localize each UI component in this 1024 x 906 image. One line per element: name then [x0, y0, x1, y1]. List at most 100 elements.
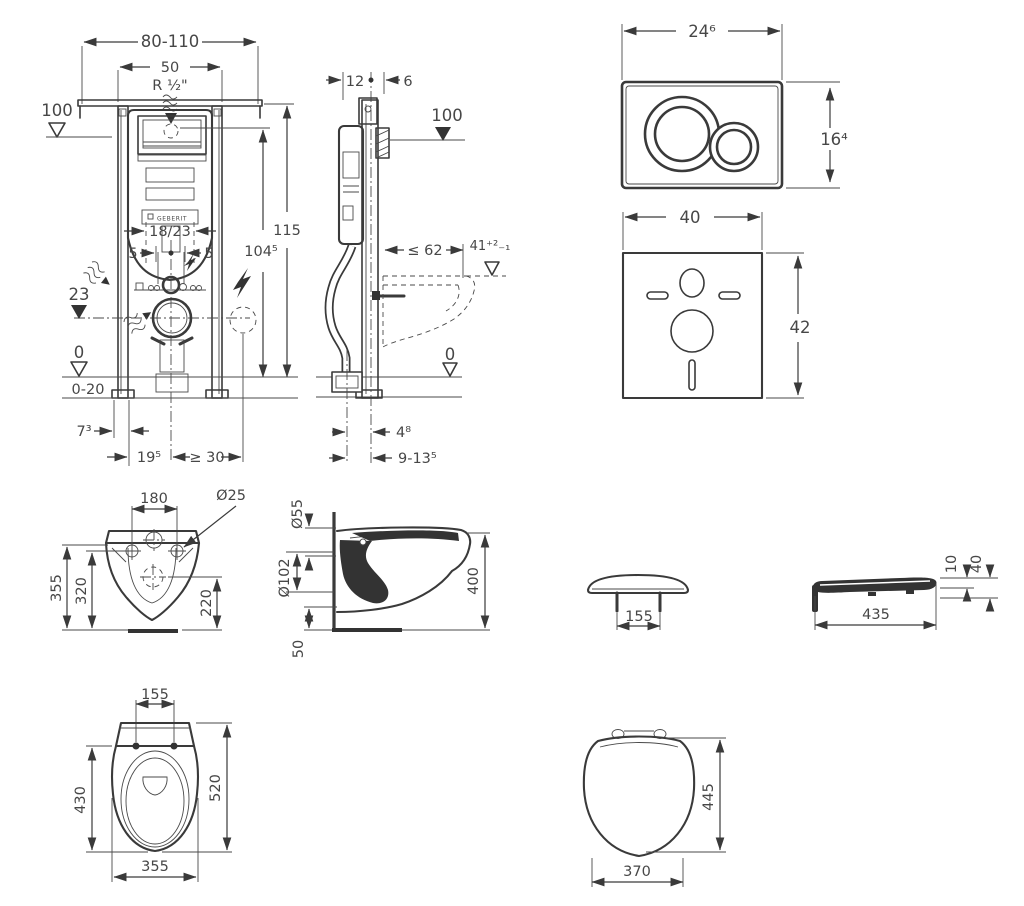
seat-front-view: 155 [586, 573, 690, 631]
bowl-side-view: Ø55 Ø102 400 50 [277, 499, 490, 658]
dim-label-length-435: 435 [862, 607, 890, 623]
dim-label-width-355: 355 [141, 859, 169, 875]
level-marker-filled-100 [435, 127, 451, 141]
dia-label-outlet-102: Ø102 [277, 558, 293, 597]
inlet-hole [143, 529, 165, 551]
dim-label-rail-width: 50 [161, 60, 179, 76]
dim-label-430: 430 [73, 786, 89, 814]
airflow-icon-lower [123, 312, 152, 334]
flush-inlet-top [142, 776, 168, 796]
airflow-icon-upper [83, 261, 110, 285]
flush-plate-view: 24⁶ 16⁴ [620, 22, 848, 190]
seat-hinge-pins [615, 591, 662, 613]
frame-front-view: 80-110 50 R ½" 100 GEBERI [41, 32, 301, 466]
dim-label-hinge-155: 155 [625, 609, 653, 625]
brand-logo-text: GEBERIT [157, 216, 187, 223]
dia-label-bolt-25: Ø25 [216, 488, 246, 504]
level-marker-open-41 [484, 261, 500, 276]
mat-outlet-cutout [670, 309, 714, 353]
trapway-section-fill [339, 540, 389, 604]
level-marker-open-0 [70, 361, 88, 377]
outlet-hole-dashed [140, 564, 166, 590]
dia-label-inlet-55: Ø55 [290, 499, 306, 529]
mat-slot-right [718, 291, 741, 300]
dim-label-41: 41⁺²₋₁ [470, 239, 511, 254]
flush-plate-outline [620, 80, 784, 190]
sound-mat-outline [621, 251, 764, 400]
level-label-100-side: 100 [431, 106, 463, 125]
bowl-top-outline [110, 744, 200, 853]
seat-side-view: 10 40 435 [812, 555, 998, 630]
frame-side-view: 12 6 100 [316, 72, 510, 467]
mat-pipe-cutout [679, 268, 705, 298]
dim-label-4-8: 4⁸ [396, 425, 411, 441]
seat-bumper-1 [868, 592, 876, 596]
level-marker-filled [71, 305, 87, 319]
logo-mark-icon [147, 213, 154, 220]
bowl-rim-front [104, 529, 201, 545]
dim-label-5-right: 5 [204, 246, 213, 262]
bowl-body-front [104, 541, 201, 622]
seat-front-outline [586, 573, 690, 595]
dim-label-50: 50 [291, 640, 307, 658]
electrical-box-circle [229, 306, 257, 334]
level-marker-open [48, 122, 66, 138]
outlet-socket [151, 297, 193, 339]
level-label-0-side: 0 [445, 345, 456, 364]
bowl-rim-inner [120, 750, 190, 848]
floor-bar [128, 629, 178, 633]
dim-label-bolt-155: 155 [141, 687, 169, 703]
bowl-dashed-outline [382, 275, 506, 348]
dim-label-19-5: 19⁵ [137, 450, 161, 466]
dim-label-max-62: ≤ 62 [407, 243, 442, 259]
dim-label-width-range: 80-110 [141, 32, 199, 51]
level-marker-open-0-side [442, 362, 458, 377]
dim-label-height-40: 40 [969, 555, 985, 573]
bolt-hole-right [168, 542, 186, 560]
dim-label-7-3: 7³ [76, 424, 91, 440]
inspection-window [137, 115, 207, 155]
level-label-100: 100 [41, 101, 73, 120]
supply-connection-circle [163, 123, 179, 139]
bolt-dot-left [132, 742, 140, 750]
dim-label-height-total: 115 [273, 223, 301, 239]
seat-bumper-2 [906, 590, 914, 594]
seat-lid-outline [582, 735, 696, 858]
dim-label-370: 370 [623, 864, 651, 880]
floor-range-label: 0-20 [72, 382, 105, 398]
electrical-icon-small [184, 253, 196, 271]
dim-label-min-30: ≥ 30 [189, 450, 224, 466]
bolt-dot-right [170, 742, 178, 750]
floor-bar-side [332, 628, 402, 632]
dim-label-320: 320 [74, 577, 90, 605]
mat-slot-bottom [688, 359, 696, 391]
dim-label-445: 445 [701, 783, 717, 811]
level-label-0: 0 [74, 343, 85, 362]
seat-hinge-hole [359, 538, 367, 546]
dim-label-6: 6 [403, 74, 412, 90]
cistern-outline [126, 108, 214, 282]
dim-label-plate-height: 16⁴ [820, 130, 848, 149]
dim-label-520: 520 [208, 774, 224, 802]
electrical-icon-large [233, 268, 251, 298]
supply-thread-label: R ½" [152, 78, 187, 94]
level-label-23: 23 [69, 285, 90, 304]
rim-section-fill [352, 530, 459, 541]
dim-label-mat-height: 42 [790, 318, 811, 337]
bowl-profile [335, 526, 472, 614]
dim-label-355-height: 355 [49, 574, 65, 602]
dim-label-height-supply: 104⁵ [244, 244, 278, 260]
logo-plate [141, 209, 199, 225]
dim-label-400: 400 [466, 567, 482, 595]
mat-slot-left [646, 291, 669, 300]
wall-bracket [375, 127, 390, 159]
dim-label-9-13-5: 9-13⁵ [398, 451, 437, 467]
dim-label-thickness-10: 10 [944, 555, 960, 573]
dim-label-depth-12: 12 [346, 74, 364, 90]
bowl-top-tank [114, 721, 196, 748]
bowl-top-view: 155 430 520 355 [73, 687, 232, 882]
dim-label-mat-width: 40 [680, 208, 701, 227]
seat-top-view: 445 370 [582, 729, 726, 887]
